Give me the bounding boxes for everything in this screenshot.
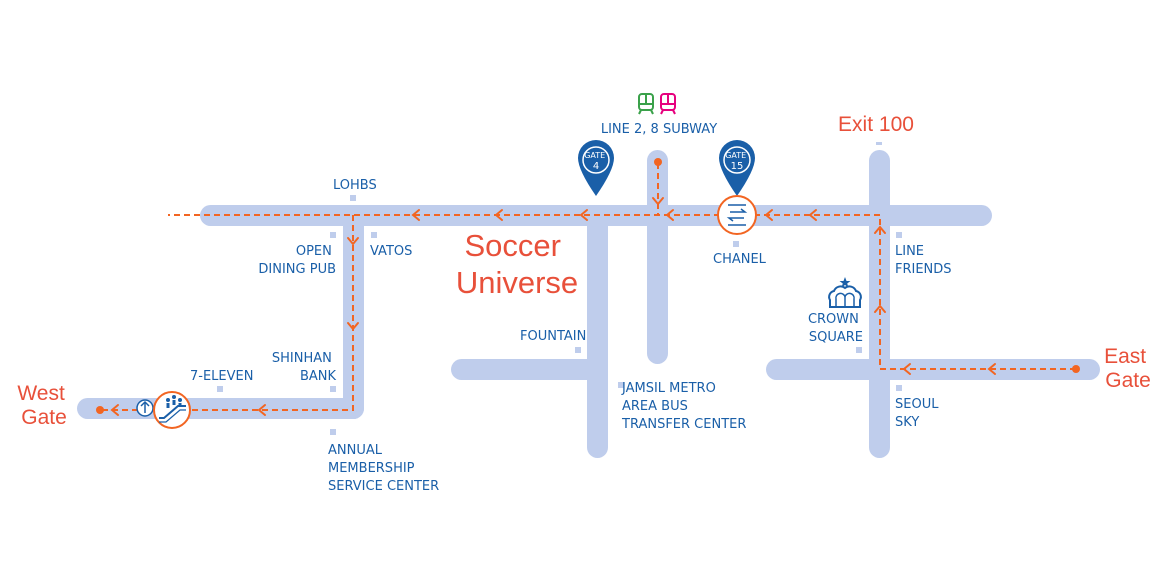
location-markers (217, 142, 902, 435)
route-arrow (874, 304, 886, 313)
place-label-seoul-sky: SEOUL SKY (895, 397, 943, 430)
location-marker (350, 195, 356, 201)
pin-inner (723, 146, 751, 174)
route-arrow (665, 209, 674, 221)
subway-train-icon-line8 (660, 93, 676, 115)
gate-15-pin[interactable]: GATE 15 (719, 140, 755, 196)
place-label-vatos: VATOS (370, 244, 412, 259)
route-arrow (347, 322, 359, 331)
corridors (77, 150, 1100, 458)
pin-inner (582, 146, 610, 174)
location-marker (896, 385, 902, 391)
route-start-dot (1072, 365, 1080, 373)
location-marker (217, 386, 223, 392)
route-arrow (579, 209, 588, 221)
east-gate-label: East Gate (1104, 345, 1152, 392)
route-arrow (652, 197, 664, 206)
route-arrow (902, 363, 911, 375)
transfer-icon (717, 195, 757, 235)
exit-100-label: Exit 100 (838, 113, 914, 136)
corridor-upper-left-vertical (343, 205, 364, 419)
place-label-jamsil-transfer: JAMSIL METRO AREA BUS TRANSFER CENTER (621, 381, 746, 432)
location-marker (575, 347, 581, 353)
place-label-chanel: CHANEL (713, 252, 767, 267)
corridor-lower-left-horizontal (77, 398, 364, 419)
place-label-fountain: FOUNTAIN (520, 329, 586, 344)
place-label-shinhan-bank: SHINHAN BANK (272, 351, 337, 384)
highlight-soccer-universe: Soccer Universe (456, 228, 578, 300)
location-marker (618, 382, 624, 388)
corridor-fountain-horizontal (451, 359, 607, 380)
route-arrow (257, 404, 266, 416)
route-arrow (987, 363, 996, 375)
location-marker (733, 241, 739, 247)
route-arrow (110, 404, 119, 416)
map-pin-icon (719, 140, 755, 196)
route-arrow (764, 209, 773, 221)
route-arrows (110, 197, 996, 416)
subway-train-icon (638, 93, 676, 115)
route-arrow (411, 209, 420, 221)
location-marker (896, 232, 902, 238)
place-label-open-dining-pub: OPEN DINING PUB (258, 244, 336, 277)
map-pin-icon (578, 140, 614, 196)
west-gate-label: West Gate (17, 382, 70, 429)
place-label-7-eleven: 7-ELEVEN (190, 369, 253, 384)
gate-4-pin-text: GATE 4 (584, 151, 608, 172)
place-label-crown-square: CROWN SQUARE (808, 312, 863, 345)
route-arrow (494, 209, 503, 221)
crown-icon (828, 277, 862, 308)
place-label-annual-membership: ANNUAL MEMBERSHIP SERVICE CENTER (328, 443, 439, 494)
place-label-line-friends: LINE FRIENDS (895, 244, 952, 277)
route-arrow (347, 237, 359, 246)
route-end-dot (96, 406, 104, 414)
location-marker (330, 429, 336, 435)
route-arrow (808, 209, 817, 221)
escalator-icon (136, 391, 191, 429)
location-marker (876, 142, 882, 145)
corridor-fountain-vertical (587, 205, 608, 458)
location-marker (330, 232, 336, 238)
location-marker (330, 386, 336, 392)
subway-label: LINE 2, 8 SUBWAY (601, 122, 717, 137)
corridor-subway-vertical (647, 150, 668, 364)
gate-15-pin-text: GATE 15 (725, 151, 749, 172)
subway-train-icon-line2 (638, 93, 654, 115)
location-marker (371, 232, 377, 238)
route-subway-dot (654, 158, 662, 166)
location-marker (856, 347, 862, 353)
place-label-lohbs: LOHBS (333, 178, 377, 193)
route-line-east (168, 214, 1076, 370)
route-arrow (874, 225, 886, 234)
gate-4-pin[interactable]: GATE 4 (578, 140, 614, 196)
